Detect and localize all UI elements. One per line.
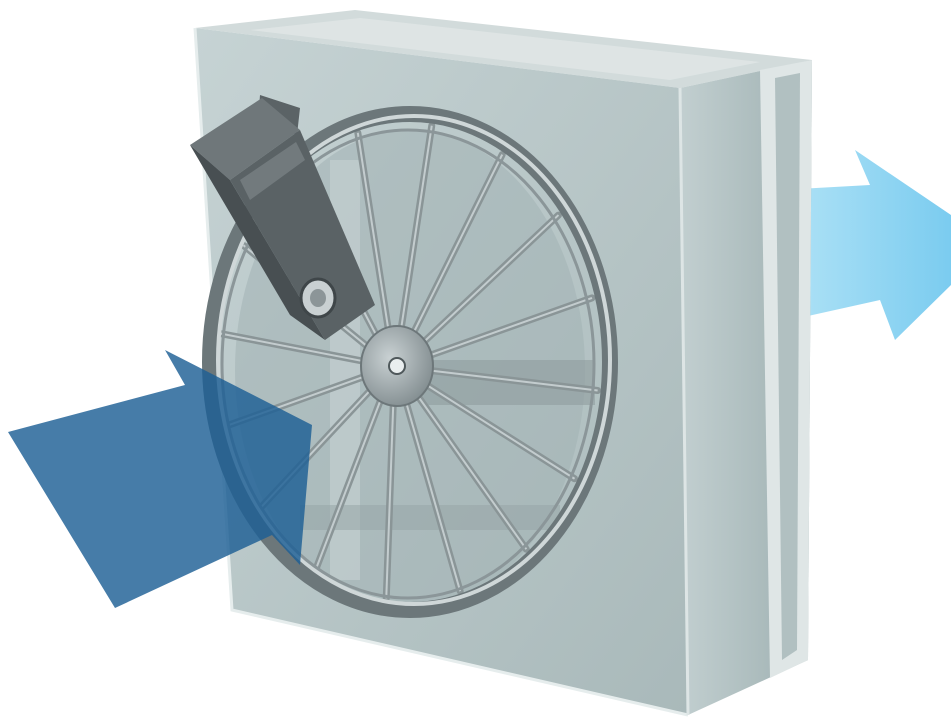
wheel-spoke-highlight bbox=[414, 392, 528, 550]
wheel-spoke-highlight bbox=[404, 398, 462, 592]
wheel-spoke-highlight bbox=[425, 296, 593, 358]
wheel-spoke-highlight bbox=[220, 332, 368, 363]
wheel-axle bbox=[388, 357, 406, 375]
wheel-spoke-highlight bbox=[356, 132, 390, 334]
wheel-spoke-highlight bbox=[410, 154, 504, 337]
wheel-spoke-highlight bbox=[422, 381, 576, 480]
housing-corner-edge bbox=[678, 87, 690, 716]
housing-top-inner bbox=[250, 18, 760, 80]
actuator-arm bbox=[190, 95, 375, 340]
outlet-airflow-arrow bbox=[780, 150, 951, 340]
actuator-body-left bbox=[190, 145, 325, 340]
housing-front-edge bbox=[193, 27, 689, 717]
actuator-body-highlight bbox=[240, 142, 305, 200]
actuator-pivot-center bbox=[310, 289, 326, 307]
wheel-spoke-highlight bbox=[385, 399, 395, 599]
wheel-rim-inner bbox=[220, 128, 596, 600]
actuator-body-top bbox=[190, 98, 300, 180]
housing-side-frame-inner bbox=[775, 73, 800, 660]
wheel-spoke-highlight bbox=[419, 214, 560, 346]
wheel-spoke-highlight bbox=[399, 125, 433, 333]
wheel-rim-highlight bbox=[216, 114, 612, 606]
wheel-spoke-highlight bbox=[314, 395, 384, 570]
inlet-airflow-arrow bbox=[8, 350, 312, 608]
wheel-spoke-highlight bbox=[426, 369, 598, 392]
